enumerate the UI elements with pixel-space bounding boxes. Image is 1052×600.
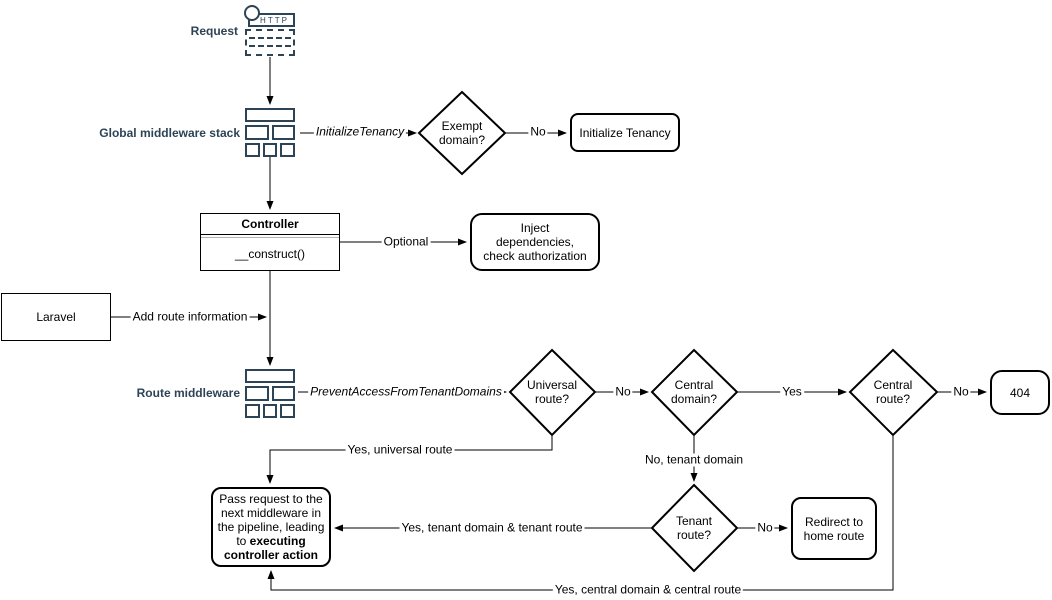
stack-cell <box>271 125 295 140</box>
edge-label-exempt-no: No <box>528 124 548 139</box>
stack-cell <box>262 142 278 157</box>
request-doc-line <box>249 37 291 39</box>
stack-cell <box>280 142 296 157</box>
pass-request-bold-text: executing controller action <box>223 534 318 562</box>
edge-label-universal-yes: Yes, universal route <box>345 442 455 457</box>
stack-cell <box>245 108 295 123</box>
controller-divider <box>201 235 339 238</box>
edge-label-universal-no: No <box>613 384 633 399</box>
middleware-stack-icon <box>245 108 296 157</box>
edge-label-central-domain-yes: Yes <box>780 384 804 399</box>
decision-central-domain <box>650 348 739 437</box>
http-request-icon <box>245 29 295 56</box>
controller-constructor: __construct() <box>234 247 306 261</box>
edge-label-central-yes: Yes, central domain & central route <box>552 582 744 597</box>
stack-cell <box>262 403 278 418</box>
controller-box: Controller __construct() <box>200 213 340 271</box>
stack-cell <box>245 125 269 140</box>
initialize-tenancy-box: Initialize Tenancy <box>570 113 680 152</box>
error-404-box: 404 <box>990 370 1050 415</box>
central-domain-text: Central domain? <box>670 378 718 406</box>
controller-title: Controller <box>201 214 339 235</box>
redirect-home-box: Redirect to home route <box>791 497 877 560</box>
request-label: Request <box>190 24 238 38</box>
edge-label-tenant-route-no: No <box>755 520 775 535</box>
laravel-box: Laravel <box>1 293 111 341</box>
stack-cell <box>245 386 269 401</box>
stack-cell <box>280 403 296 418</box>
stack-cell <box>245 403 260 418</box>
universal-route-text: Universal route? <box>526 378 577 406</box>
exempt-domain-text: Exempt domain? <box>438 119 486 147</box>
stack-cell <box>245 369 295 384</box>
inject-dependencies-box: Inject dependencies, check authorization <box>470 213 600 271</box>
middleware-stack-icon <box>245 369 296 418</box>
edge-label-tenant-yes: Yes, tenant domain & tenant route <box>399 520 585 535</box>
decision-universal-route <box>508 348 597 437</box>
route-middleware-label: Route middleware <box>136 386 240 400</box>
pass-request-text: Pass request to the next middleware in t… <box>217 492 325 562</box>
request-circle-icon <box>244 5 260 21</box>
edge-label-tenant-domain-no: No, tenant domain <box>642 452 746 467</box>
decision-exempt-domain <box>417 90 507 176</box>
decision-central-route <box>848 348 939 437</box>
stack-cell <box>245 142 260 157</box>
tenant-route-text: Tenant route? <box>675 514 713 542</box>
pass-request-box: Pass request to the next middleware in t… <box>211 487 331 567</box>
decision-tenant-route <box>650 483 739 573</box>
request-doc-line <box>249 45 291 47</box>
global-middleware-stack-label: Global middleware stack <box>99 126 240 140</box>
edge-label-central-route-no: No <box>951 384 971 399</box>
stack-cell <box>271 386 295 401</box>
edge-label-optional: Optional <box>381 234 431 249</box>
central-route-text: Central route? <box>873 378 913 406</box>
edge-label-add-route-information: Add route information <box>130 309 250 324</box>
edge-label-initialize-tenancy: InitializeTenancy <box>313 124 407 139</box>
edge-label-prevent-access: PreventAccessFromTenantDomains <box>308 384 504 399</box>
